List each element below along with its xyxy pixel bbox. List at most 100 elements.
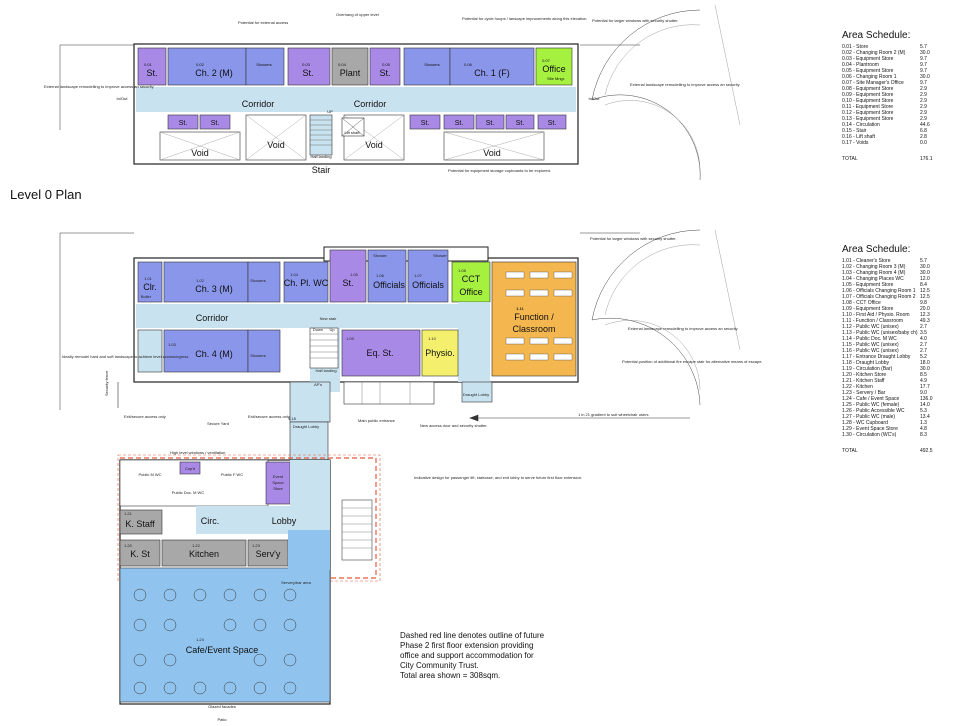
schedule-room-area: 12.0 xyxy=(920,276,930,282)
svg-text:CCT: CCT xyxy=(462,274,481,284)
svg-text:1.21: 1.21 xyxy=(124,511,133,516)
schedule-room-name: 1.16 - Public WC (unisex) xyxy=(842,348,899,354)
phase2-note: Dashed red line denotes outline of futur… xyxy=(400,631,545,680)
room-0.01-label: St. xyxy=(146,68,157,78)
level1-small-labels: 1.01 1.02 1.03 1.04 1.05 1.06 1.07 1.08 … xyxy=(124,253,524,722)
schedule-room-area: 5.7 xyxy=(920,44,927,50)
schedule-room-area: 3.5 xyxy=(920,330,927,336)
schedule-room-name: 1.28 - WC Cupboard xyxy=(842,420,888,426)
schedule-room-name: 1.19 - Circulation (Bar) xyxy=(842,366,893,372)
schedule-title: Area Schedule: xyxy=(842,244,911,255)
schedule-room-area: 9.7 xyxy=(920,56,927,62)
level0-title: Level 0 Plan xyxy=(10,187,82,202)
svg-text:Store: Store xyxy=(273,486,283,491)
schedule-room-area: 4.0 xyxy=(920,336,927,342)
room-1.22 xyxy=(161,539,247,567)
svg-text:Ch. Pl. WC: Ch. Pl. WC xyxy=(284,278,329,288)
schedule-room-name: 0.17 - Voids xyxy=(842,140,869,146)
svg-text:1.07: 1.07 xyxy=(414,273,423,278)
svg-text:Event: Event xyxy=(273,474,284,479)
schedule-room-area: 2.9 xyxy=(920,98,927,104)
schedule-room-name: 1.27 - Public WC (male) xyxy=(842,414,896,420)
svg-text:Down: Down xyxy=(313,327,323,332)
svg-text:Lift shaft: Lift shaft xyxy=(344,130,360,135)
schedule-room-area: 6.8 xyxy=(920,128,927,134)
svg-text:1 in 21 gradient to suit wheel: 1 in 21 gradient to suit wheelchair user… xyxy=(578,412,648,417)
schedule-room-area: 8.4 xyxy=(920,282,927,288)
svg-text:0.02: 0.02 xyxy=(196,62,205,67)
svg-text:1.10: 1.10 xyxy=(428,336,437,341)
schedule-room-name: 0.16 - Lift shaft xyxy=(842,134,876,140)
schedule-row: 1.19 - Circulation (Bar)30.0 xyxy=(842,366,942,372)
schedule-room-area: 49.3 xyxy=(920,318,930,324)
schedule-room-name: 1.13 - Public WC (unisex/baby ch) xyxy=(842,330,918,336)
svg-text:AP's: AP's xyxy=(314,382,322,387)
schedule-room-area: 12.3 xyxy=(920,312,930,318)
svg-text:Showers: Showers xyxy=(256,62,272,67)
schedule-room-name: 0.09 - Equipment Store xyxy=(842,92,894,98)
room-1.02 xyxy=(163,261,249,303)
schedule-room-name: 1.09 - Equipment Store xyxy=(842,306,894,312)
schedule-row: 0.02 - Changing Room 2 (M)30.0 xyxy=(842,50,942,56)
svg-text:Main public entrance: Main public entrance xyxy=(358,418,396,423)
svg-text:New access door and security s: New access door and security shutter. xyxy=(420,423,488,428)
svg-text:Officials: Officials xyxy=(373,280,405,290)
svg-text:Glazed facades: Glazed facades xyxy=(208,704,236,709)
svg-text:0.03: 0.03 xyxy=(302,62,311,67)
svg-text:Public M WC: Public M WC xyxy=(138,472,161,477)
room-0.01 xyxy=(137,47,167,86)
room-1.24 xyxy=(119,567,331,703)
svg-text:Cafe/Event Space: Cafe/Event Space xyxy=(186,645,259,655)
schedule-room-area: 9.7 xyxy=(920,80,927,86)
schedule-row: 1.16 - Public WC (unisex)2.7 xyxy=(842,348,942,354)
svg-text:1.04: 1.04 xyxy=(290,272,299,277)
svg-text:Potential position of addition: Potential position of additional fire es… xyxy=(622,359,763,364)
schedule-room-area: 4.8 xyxy=(920,426,927,432)
schedule-room-name: 1.05 - Equipment Store xyxy=(842,282,894,288)
schedule-room-area: 14.0 xyxy=(920,402,930,408)
schedule-room-name: 1.15 - Public WC (unisex) xyxy=(842,342,899,348)
svg-text:Eq. St.: Eq. St. xyxy=(366,348,393,358)
svg-text:0.04: 0.04 xyxy=(338,62,347,67)
schedule-row: 1.05 - Equipment Store 8.4 xyxy=(842,282,942,288)
svg-text:Public Doc. M WC: Public Doc. M WC xyxy=(172,490,205,495)
room-1.07 xyxy=(407,249,449,303)
room-0.02-label: Ch. 2 (M) xyxy=(195,68,233,78)
room-0.02 xyxy=(167,47,247,86)
svg-text:1.18: 1.18 xyxy=(288,416,297,421)
schedule-room-area: 30.0 xyxy=(920,264,930,270)
classroom-tables xyxy=(505,271,573,361)
svg-text:Indicative design for passenge: Indicative design for passenger lift, st… xyxy=(414,475,582,480)
svg-text:Office: Office xyxy=(459,287,482,297)
schedule-room-area: 9.8 xyxy=(920,300,927,306)
schedule-room-area: 2.8 xyxy=(920,134,927,140)
schedule-room-name: 1.21 - Kitchen Staff xyxy=(842,378,885,384)
svg-text:0.06: 0.06 xyxy=(464,62,473,67)
svg-text:Overhang of upper level: Overhang of upper level xyxy=(336,12,379,17)
schedule-room-area: 18.0 xyxy=(920,360,930,366)
schedule-room-area: 2.9 xyxy=(920,86,927,92)
svg-text:Ch. 4 (M): Ch. 4 (M) xyxy=(195,349,233,359)
svg-text:Patio: Patio xyxy=(217,717,227,722)
room-0.06-label: Ch. 1 (F) xyxy=(474,68,510,78)
svg-text:UP: UP xyxy=(327,109,333,114)
schedule-room-name: 1.26 - Public Accessible WC xyxy=(842,408,905,414)
svg-text:Potential for cycle hoops / la: Potential for cycle hoops / lanscape imp… xyxy=(462,16,587,21)
schedule-row: 0.16 - Lift shaft 2.8 xyxy=(842,134,942,140)
schedule-room-area: 5.2 xyxy=(920,354,927,360)
schedule-room-name: 1.06 - Officials Changing Room 1 xyxy=(842,288,916,294)
schedule-room-name: 1.02 - Changing Room 3 (M) xyxy=(842,264,906,270)
svg-text:Ch. 3 (M): Ch. 3 (M) xyxy=(195,284,233,294)
room-1.20 xyxy=(119,539,161,567)
svg-text:1.11: 1.11 xyxy=(516,306,524,311)
